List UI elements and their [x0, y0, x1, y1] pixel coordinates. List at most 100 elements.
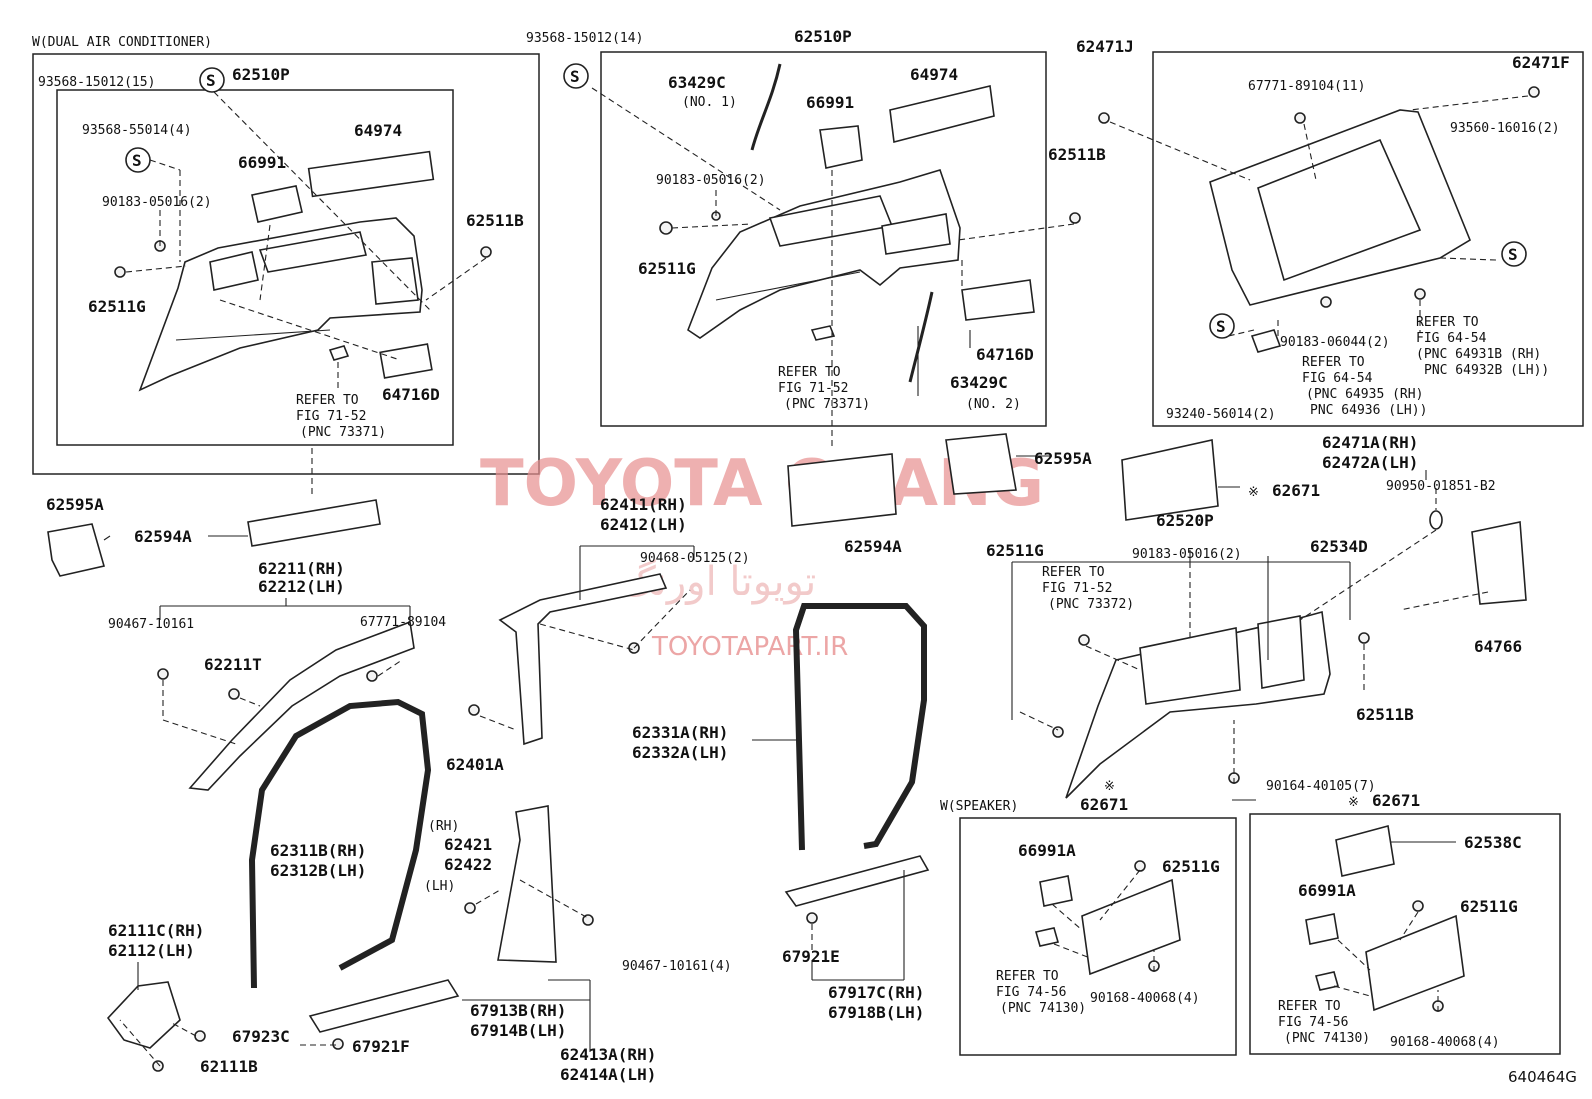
part-label: 90183-05016(2) [102, 195, 212, 210]
part-label: 62311B(RH) [270, 841, 366, 860]
part-label: 62511G [88, 297, 146, 316]
part-label: 93560-16016(2) [1450, 121, 1560, 136]
part-label: 63429C [950, 373, 1008, 392]
part-label: 62331A(RH) [632, 723, 728, 742]
bracket-lines [137, 470, 1427, 1052]
part-label: 62594A [134, 527, 192, 546]
svg-text:REFER TO: REFER TO [1042, 565, 1105, 580]
part-label: 62538C [1464, 833, 1522, 852]
svg-text:FIG 74-56: FIG 74-56 [996, 985, 1066, 1000]
part-label: 62422 [444, 855, 492, 874]
svg-text:REFER TO: REFER TO [296, 393, 359, 408]
part-label: 90183-06044(2) [1280, 335, 1390, 350]
part-62538c [1335, 824, 1395, 877]
part-label: 62211T [204, 655, 262, 674]
part-label: 62510P [794, 27, 852, 46]
part-62594a-center [787, 453, 897, 527]
frame-speaker [959, 817, 1237, 1056]
part-62413a-pillar [497, 805, 557, 963]
part-62111c-bracket [106, 981, 181, 1049]
part-62594a-left [247, 499, 381, 547]
part-64766 [1471, 521, 1527, 605]
part-label: (NO. 1) [682, 95, 737, 110]
svg-text:PNC 64936 (LH)): PNC 64936 (LH)) [1310, 403, 1427, 418]
part-labels: 93568-15012(15) 62510P 93568-55014(4) 64… [38, 27, 1570, 1084]
part-label: 90183-05016(2) [656, 173, 766, 188]
svg-text:REFER TO: REFER TO [1302, 355, 1365, 370]
part-64974-left [307, 150, 435, 198]
part-label: 67923C [232, 1027, 290, 1046]
svg-text:REFER TO: REFER TO [996, 969, 1059, 984]
part-label: 62511B [1356, 705, 1414, 724]
svg-text:(PNC 73372): (PNC 73372) [1048, 597, 1134, 612]
part-62211-pillar [188, 620, 415, 791]
part-label: 62511G [1460, 897, 1518, 916]
leader-lines [103, 87, 1529, 1067]
svg-text:FIG 74-56: FIG 74-56 [1278, 1015, 1348, 1030]
svg-text:(PNC 73371): (PNC 73371) [784, 397, 870, 412]
part-label: 62472A(LH) [1322, 453, 1418, 472]
part-label: 62520P [1156, 511, 1214, 530]
frame-dual-ac-outer [32, 53, 540, 475]
part-label: 62471A(RH) [1322, 433, 1418, 452]
fastener-markers [114, 86, 1540, 1072]
part-label: 66991A [1298, 881, 1356, 900]
part-label: 62112(LH) [108, 941, 195, 960]
part-label: 64766 [1474, 637, 1522, 656]
part-label: 62411(RH) [600, 495, 687, 514]
svg-text:PNC 64932B (LH)): PNC 64932B (LH)) [1424, 363, 1549, 378]
ref-block-r3: REFER TO FIG 64-54 (PNC 64931B (RH) PNC … [1416, 315, 1549, 378]
part-clip-speaker-1 [1034, 927, 1060, 947]
part-label: 62511G [1162, 857, 1220, 876]
frame-right-bottom [1249, 813, 1561, 1055]
part-label: 64974 [910, 65, 958, 84]
part-62595a-center [945, 433, 1017, 495]
figure-id: 640464G [1508, 1068, 1577, 1086]
part-90950-grommet [1429, 510, 1443, 530]
ref-block-r5: REFER TO FIG 71-52 (PNC 73372) [1042, 565, 1134, 612]
frame-center-top [600, 51, 1047, 427]
part-label: 62421 [444, 835, 492, 854]
part-67913b-scuff [308, 979, 460, 1033]
part-label: ※ [1348, 795, 1359, 810]
ref-block-r2: REFER TO FIG 71-52 (PNC 73371) [778, 365, 870, 412]
svg-text:S: S [206, 71, 216, 90]
part-label: 66991A [1018, 841, 1076, 860]
part-62331a-weatherstrip [792, 603, 927, 851]
part-label: 67771-89104(11) [1248, 79, 1365, 94]
quarter-trim-center-part [687, 169, 961, 339]
part-66991-left [251, 185, 303, 223]
part-label: (LH) [424, 879, 455, 894]
svg-text:(PNC 64931B (RH): (PNC 64931B (RH) [1416, 347, 1541, 362]
part-label: 90168-40068(4) [1390, 1035, 1500, 1050]
part-label: (NO. 2) [966, 397, 1021, 412]
svg-text:FIG 64-54: FIG 64-54 [1416, 331, 1487, 346]
svg-text:(PNC 64935 (RH): (PNC 64935 (RH) [1306, 387, 1423, 402]
part-64716d-center [961, 279, 1035, 321]
quarter-window-trim-part [1209, 109, 1471, 306]
svg-text:FIG 71-52: FIG 71-52 [778, 381, 848, 396]
part-66991a-right [1305, 913, 1339, 945]
part-label: 67914B(LH) [470, 1021, 566, 1040]
part-label: 93568-15012(14) [526, 31, 643, 46]
part-label: 63429C [668, 73, 726, 92]
part-62311b-weatherstrip [248, 698, 432, 989]
caption-speaker: W(SPEAKER) [940, 799, 1018, 814]
ref-block-r1: REFER TO FIG 71-52 (PNC 73371) [296, 393, 386, 440]
watermark-url: TOYOTAPART.IR [651, 632, 848, 662]
part-label: 62595A [1034, 449, 1092, 468]
part-67917c-scuff [784, 855, 930, 907]
part-label: 62401A [446, 755, 504, 774]
part-label: 62671 [1372, 791, 1420, 810]
part-speaker-grille-1 [1081, 878, 1181, 976]
part-label: 64974 [354, 121, 402, 140]
frame-right-top [1152, 51, 1584, 427]
quarter-trim-left-part [138, 217, 423, 392]
part-66991-center [819, 125, 863, 169]
part-label: 64716D [382, 385, 440, 404]
part-label: 93240-56014(2) [1166, 407, 1276, 422]
part-label: 67917C(RH) [828, 983, 924, 1002]
part-label: 62414A(LH) [560, 1065, 656, 1084]
part-label: 62471F [1512, 53, 1570, 72]
part-label: 62111C(RH) [108, 921, 204, 940]
